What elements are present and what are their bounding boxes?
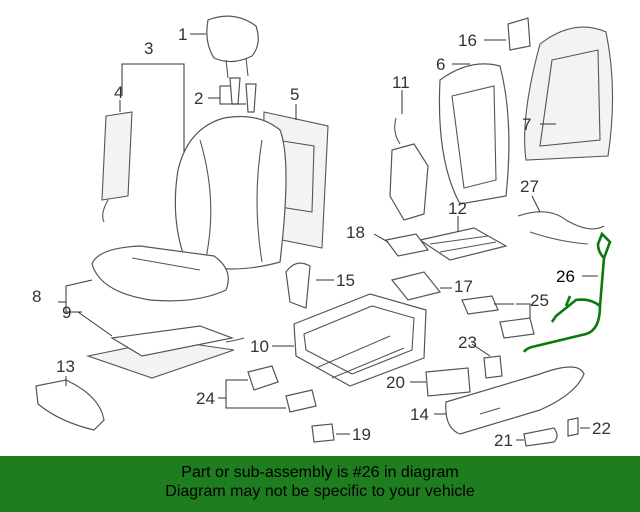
part-switch-20 [410, 367, 471, 397]
part-18 [373, 233, 430, 257]
callout-17[interactable]: 17 [454, 277, 473, 296]
callout-14[interactable]: 14 [410, 405, 429, 424]
callout-22[interactable]: 22 [592, 419, 611, 438]
part-seat-cushion [58, 245, 229, 313]
callout-20[interactable]: 20 [386, 373, 405, 392]
part-19 [311, 423, 350, 443]
callout-16[interactable]: 16 [458, 31, 477, 50]
callout-15[interactable]: 15 [336, 271, 355, 290]
callout-24[interactable]: 24 [196, 389, 215, 408]
part-16 [484, 17, 531, 51]
callout-5[interactable]: 5 [290, 85, 299, 104]
part-plate [285, 262, 334, 309]
callout-27[interactable]: 27 [520, 177, 539, 196]
callout-11[interactable]: 11 [392, 73, 410, 92]
part-headrest-guide [208, 77, 257, 113]
part-seat-frame [272, 293, 427, 387]
part-switch-23 [471, 343, 503, 379]
part-25 [461, 295, 535, 339]
part-frame-side [389, 90, 429, 221]
callout-1[interactable]: 1 [178, 25, 187, 44]
part-brackets [218, 365, 317, 413]
part-side-shield [434, 366, 585, 435]
callout-2[interactable]: 2 [194, 89, 203, 108]
callout-21[interactable]: 21 [494, 431, 513, 450]
callout-9[interactable]: 9 [62, 303, 71, 322]
info-banner: Part or sub-assembly is #26 in diagram D… [0, 456, 640, 512]
callout-13[interactable]: 13 [56, 357, 75, 376]
part-heater-pad [101, 100, 133, 223]
part-back-panel [524, 26, 614, 161]
callout-18[interactable]: 18 [346, 223, 365, 242]
part-wire-27 [517, 195, 605, 245]
leader-3 [121, 63, 185, 170]
part-seatback-cover [174, 115, 287, 270]
callout-26[interactable]: 26 [556, 267, 575, 286]
callout-10[interactable]: 10 [250, 337, 269, 356]
callout-7[interactable]: 7 [522, 115, 531, 134]
part-lumbar [418, 216, 508, 261]
part-cap-22 [567, 417, 590, 437]
callout-23[interactable]: 23 [458, 333, 477, 352]
part-seatback-frame [438, 63, 510, 205]
banner-line-1: Part or sub-assembly is #26 in diagram [181, 464, 459, 481]
callout-8[interactable]: 8 [32, 287, 41, 306]
callout-3[interactable]: 3 [144, 39, 153, 58]
callout-4[interactable]: 4 [114, 83, 123, 102]
part-knob-21 [516, 427, 558, 447]
part-headrest [190, 15, 259, 79]
part-seat-side-cover [35, 376, 105, 431]
parts-diagram: 1 2 3 4 5 8 9 13 [32, 15, 614, 450]
banner-line-2: Diagram may not be specific to your vehi… [165, 483, 475, 500]
callout-6[interactable]: 6 [436, 55, 445, 74]
part-wire-harness-26[interactable] [522, 231, 612, 353]
callout-25[interactable]: 25 [530, 291, 549, 310]
callout-19[interactable]: 19 [352, 425, 371, 444]
part-17 [390, 271, 452, 301]
part-cushion-heater [77, 311, 245, 379]
callout-12[interactable]: 12 [448, 199, 467, 218]
